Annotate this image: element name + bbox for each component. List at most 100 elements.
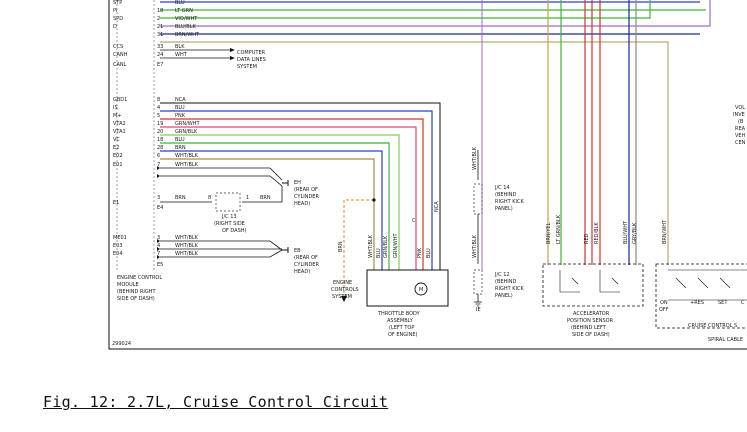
- svg-text:HEAD): HEAD): [294, 201, 310, 207]
- svg-text:(LEFT TOP: (LEFT TOP: [389, 325, 414, 331]
- ecm-pin-pin: 4: [157, 243, 160, 249]
- ecm-pin-wire: WHT/BLK: [175, 162, 199, 168]
- svg-text:THROTTLE BODY: THROTTLE BODY: [377, 311, 421, 317]
- svg-text:GRN/WHT: GRN/WHT: [393, 233, 399, 258]
- ecm-pin-wire: LT GRN: [175, 8, 193, 14]
- throttle-wire-group: [160, 102, 441, 296]
- ecm-pin-signal: E04: [113, 251, 123, 257]
- ecm-pin-signal: GBD1: [113, 97, 127, 103]
- svg-text:CRUISE CONTROL S: CRUISE CONTROL S: [688, 323, 737, 329]
- ecm-pin-pin: 6: [157, 153, 160, 159]
- ecm-pin-pin: 18: [157, 8, 163, 14]
- svg-text:HEAD): HEAD): [294, 269, 310, 275]
- ecm-pin-signal: ME01: [113, 235, 127, 241]
- ecm-pin-wire: PNK: [175, 113, 186, 119]
- svg-text:RED/BLK: RED/BLK: [594, 222, 600, 244]
- svg-text:J/C 12: J/C 12: [494, 272, 510, 278]
- svg-text:J/C 13: J/C 13: [221, 214, 237, 220]
- svg-text:BRN/YEL: BRN/YEL: [546, 222, 552, 244]
- svg-text:SYSTEM: SYSTEM: [332, 294, 352, 300]
- throttle-body-label: M THROTTLE BODY ASSEMBLY (LEFT TOP OF EN…: [377, 287, 423, 338]
- svg-text:ENGINE: ENGINE: [333, 280, 352, 286]
- svg-text:WHT/BLK: WHT/BLK: [472, 234, 478, 258]
- ecm-pin-pin: 33: [157, 44, 163, 50]
- ecm-pin-wire: WHT/BLK: [175, 251, 199, 257]
- ecm-pin-wire: NCA: [175, 97, 186, 103]
- jc12-label: WHT/BLK J/C 12 (BEHIND RIGHT KICK PANEL)…: [472, 234, 524, 313]
- ecm-pin-signal: VTA2: [113, 121, 126, 127]
- ecm-pin-pin: E7: [157, 62, 163, 68]
- ecm-e1-wire: BRN: [175, 195, 186, 201]
- ecm-pin-signal: E03: [113, 243, 123, 249]
- ecm-pin-pin: 24: [157, 52, 163, 58]
- svg-text:ACCELERATOR: ACCELERATOR: [573, 311, 610, 317]
- ecm-pin-wire: GRN/BLK: [175, 129, 198, 135]
- ecm-pin-wire: GRN/WHT: [175, 121, 200, 127]
- svg-text:SPIRAL CABLE: SPIRAL CABLE: [708, 337, 743, 343]
- ecm-pin-pin: E5: [157, 262, 163, 268]
- svg-text:VOL: VOL: [735, 105, 745, 111]
- ground-eh-label: EH (REAR OF CYLINDER HEAD): [294, 180, 319, 207]
- ecm-pin-signal: CCS: [113, 44, 123, 50]
- svg-text:OF ENGINE): OF ENGINE): [388, 332, 418, 338]
- svg-text:RED: RED: [584, 233, 590, 244]
- ecm-pin-pin: 4: [157, 105, 160, 111]
- svg-text:OF DASH): OF DASH): [222, 228, 247, 234]
- svg-text:SIDE OF DASH): SIDE OF DASH): [117, 296, 155, 302]
- svg-text:WHT/BLK: WHT/BLK: [368, 234, 374, 258]
- ground-eb-label: EB (REAR OF CYLINDER HEAD): [294, 248, 319, 275]
- ecm-pin-pin: 20: [157, 129, 163, 135]
- svg-text:ENGINE CONTROL: ENGINE CONTROL: [117, 275, 162, 281]
- ecm-pin-wire: BLU: [175, 0, 185, 6]
- ecm-pin-pin: 5: [157, 113, 160, 119]
- ecm-pin-signal: E02: [113, 153, 123, 159]
- ecm-pin-signal: M+: [113, 113, 122, 119]
- ecm-pin-pin: 31: [157, 32, 163, 38]
- jc-right-kick: [473, 150, 483, 307]
- svg-text:(RIGHT SIDE: (RIGHT SIDE: [214, 221, 245, 227]
- svg-text:+RES: +RES: [690, 300, 704, 306]
- cruise-switch-label: BRN/WHT ON OFF +RES SET C CRUISE CONTROL…: [659, 219, 745, 343]
- ecm-pin-wire: BLU: [175, 137, 185, 143]
- svg-text:MODULE: MODULE: [117, 282, 139, 288]
- svg-text:GRN/BLK: GRN/BLK: [383, 235, 389, 258]
- svg-text:BLU: BLU: [426, 248, 432, 258]
- ecm-pin-pin: 19: [157, 121, 163, 127]
- svg-text:OFF: OFF: [659, 307, 669, 313]
- ecm-e1-pin: 3: [157, 195, 160, 201]
- ecm-pin-signal: STP: [113, 0, 122, 6]
- ecm-pin-signal: PI: [113, 8, 118, 14]
- svg-text:IE: IE: [476, 307, 481, 313]
- svg-text:EH: EH: [294, 180, 301, 186]
- svg-text:SET: SET: [718, 300, 728, 306]
- diagram-border: [108, 0, 747, 350]
- ecm-pin-signal: IS: [113, 105, 118, 111]
- svg-text:RIGHT KICK: RIGHT KICK: [495, 286, 524, 292]
- svg-text:(BEHIND: (BEHIND: [495, 192, 517, 198]
- jc13-dash-label: 8 1 BRN J/C 13 (RIGHT SIDE OF DASH): [208, 195, 271, 234]
- diagram-id: 299024: [112, 341, 131, 347]
- svg-text:BLU/WHT: BLU/WHT: [623, 220, 629, 244]
- accel-sensor-label: ACCELERATOR POSITION SENSOR (BEHIND LEFT…: [567, 311, 614, 338]
- figure-caption: Fig. 12: 2.7L, Cruise Control Circuit: [43, 393, 389, 411]
- svg-text:(BEHIND LEFT: (BEHIND LEFT: [571, 325, 607, 331]
- svg-text:ON: ON: [660, 300, 668, 306]
- svg-text:(B: (B: [738, 119, 744, 125]
- engine-controls-label: BRN ENGINE CONTROLS SYSTEM: [331, 241, 359, 302]
- svg-text:BRN: BRN: [338, 241, 344, 252]
- ecm-pin-wire: BLU: [175, 105, 185, 111]
- ecm-pin-signal: CANH: [113, 52, 128, 58]
- svg-text:8: 8: [208, 195, 211, 201]
- svg-text:SYSTEM: SYSTEM: [237, 64, 257, 70]
- throttle-body-box: [366, 269, 449, 307]
- ecm-enclosure: [116, 0, 155, 272]
- ecm-pin-pin: 7: [157, 251, 160, 257]
- svg-text:DATA LINES: DATA LINES: [237, 57, 266, 63]
- ecm-pin-pin: 3: [157, 235, 160, 241]
- svg-text:M: M: [419, 287, 423, 293]
- svg-text:GRY/BLK: GRY/BLK: [632, 222, 638, 244]
- ecm-pin-wire: WHT/BLK: [175, 235, 199, 241]
- svg-text:J/C 14: J/C 14: [494, 185, 510, 191]
